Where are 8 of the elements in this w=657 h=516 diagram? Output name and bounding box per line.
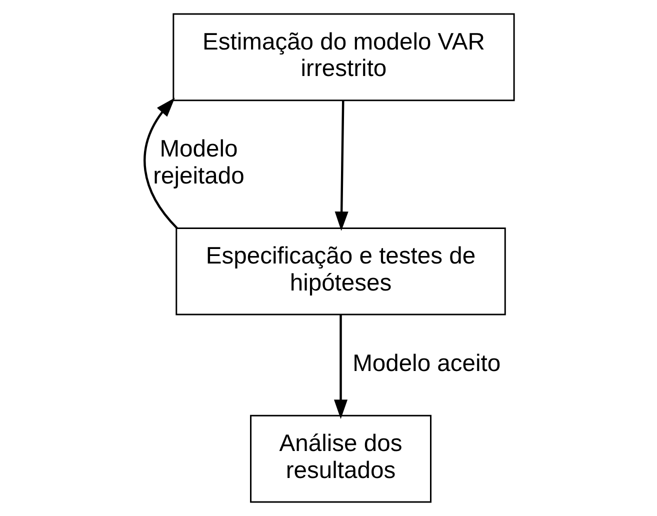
arrow bbox=[334, 100, 348, 231]
arrow bbox=[143, 98, 178, 229]
edge-label: Modelo rejeitado bbox=[152, 136, 244, 190]
arrow bbox=[333, 314, 348, 419]
edge-label: Modelo aceito bbox=[352, 350, 500, 377]
node-box: Análise dos resultados bbox=[250, 414, 431, 503]
node-box: Estimação do modelo VAR irrestrito bbox=[172, 13, 514, 102]
node-box: Especificação e testes de hipóteses bbox=[175, 228, 506, 316]
